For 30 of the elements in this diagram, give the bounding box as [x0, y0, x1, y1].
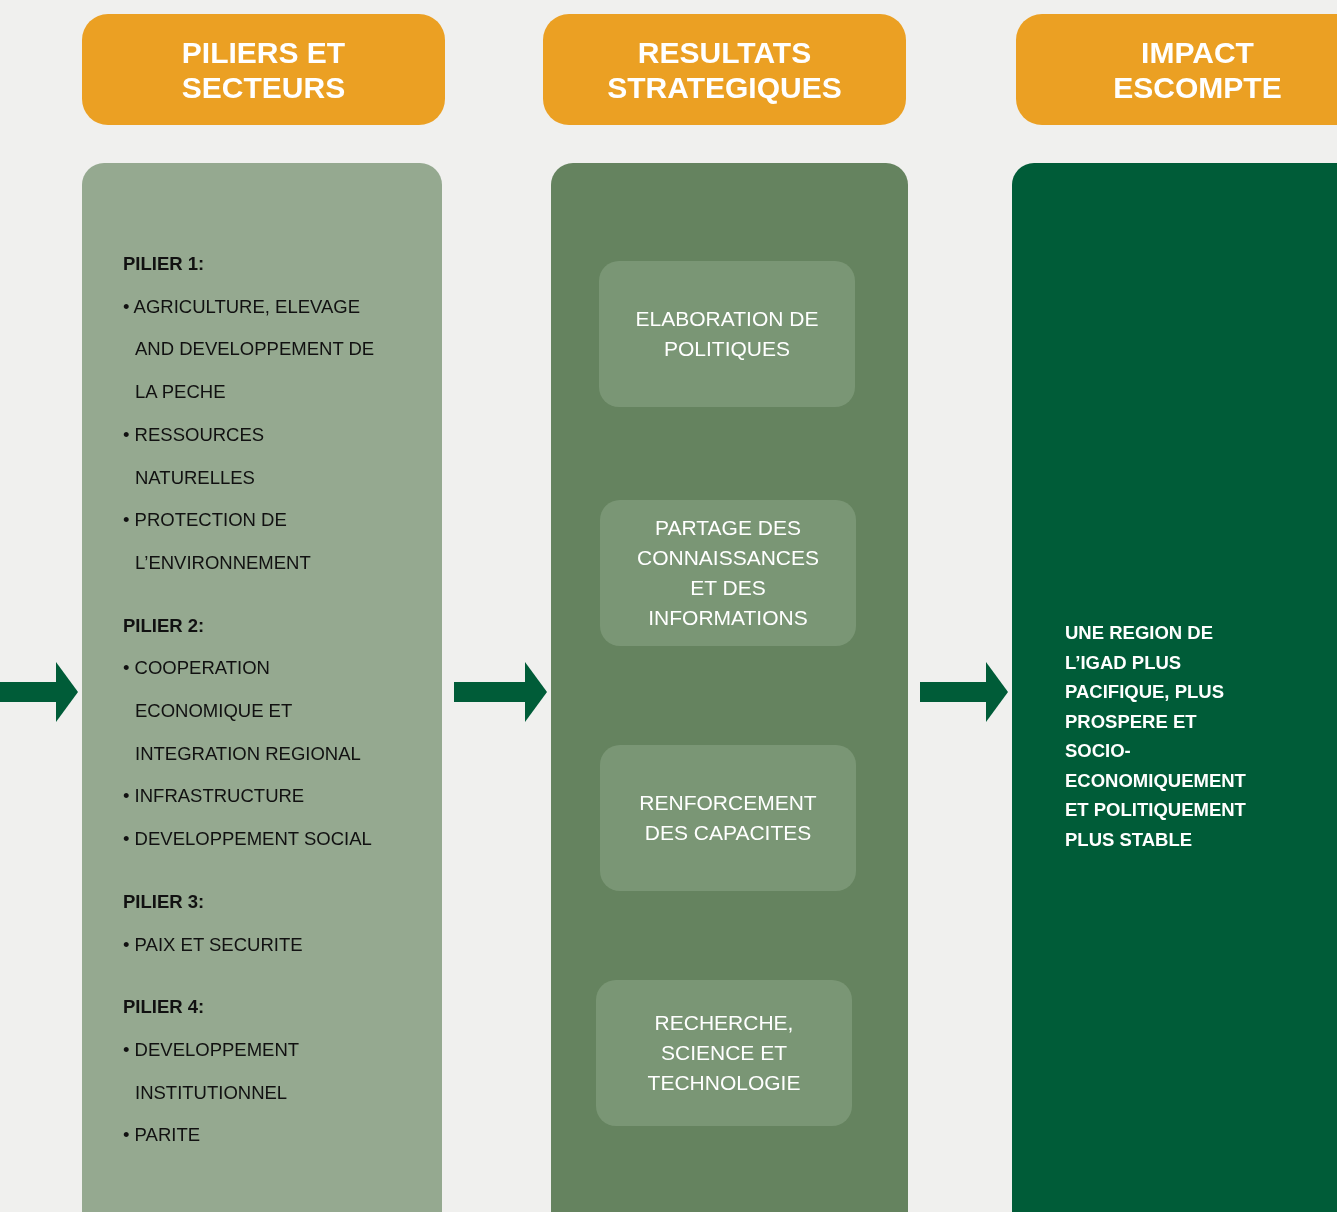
sector-item: • DEVELOPPEMENT INSTITUTIONNEL	[123, 1037, 300, 1105]
result-text: PARTAGE DES CONNAISSANCES ET DES INFORMATIONS	[635, 515, 820, 631]
sector-item: • AGRICULTURE, ELEVAGE AND DEVELOPPEMENT DE LA PECHE	[123, 294, 376, 405]
pillar-heading: PILIER 4:	[123, 995, 206, 1020]
arrow	[920, 662, 1008, 722]
results-panel	[551, 163, 908, 1212]
header-text: RESULTATS STRATEGIQUES	[606, 34, 843, 105]
result-text: RENFORCEMENT DES CAPACITES	[638, 790, 818, 846]
pillar-heading: PILIER 2:	[123, 613, 206, 638]
sector-item: • PARITE	[123, 1123, 202, 1148]
arrow	[0, 662, 78, 722]
sector-item: • RESSOURCES NATURELLES	[123, 422, 266, 490]
header-text: IMPACT ESCOMPTE	[1112, 34, 1283, 105]
arrow	[454, 662, 547, 722]
column-header	[1016, 14, 1337, 125]
result-text: RECHERCHE, SCIENCE ET TECHNOLOGIE	[646, 1010, 802, 1096]
sector-item: • COOPERATION ECONOMIQUE ET INTEGRATION REGIONAL	[123, 656, 362, 766]
pillars-panel	[82, 163, 442, 1212]
column-header	[82, 14, 445, 125]
sector-item: • PAIX ET SECURITE	[123, 932, 304, 957]
impact-panel	[1012, 163, 1337, 1212]
pillar-heading: PILIER 3:	[123, 889, 206, 914]
sector-item: • DEVELOPPEMENT SOCIAL	[123, 827, 373, 852]
impact-text: UNE REGION DE L’IGAD PLUS PACIFIQUE, PLUS PROSPERE ET SOCIO-ECONOMIQUEMENT ET POLITIQUEMENT PLUS STABLE	[1065, 621, 1247, 852]
column-header	[543, 14, 906, 125]
sector-item: • PROTECTION DE L’ENVIRONNEMENT	[123, 508, 312, 575]
pillar-heading: PILIER 1:	[123, 252, 206, 276]
sector-item: • INFRASTRUCTURE	[123, 784, 306, 809]
result-text: ELABORATION DE POLITIQUES	[634, 306, 820, 362]
header-text: PILIERS ET SECTEURS	[180, 34, 347, 105]
